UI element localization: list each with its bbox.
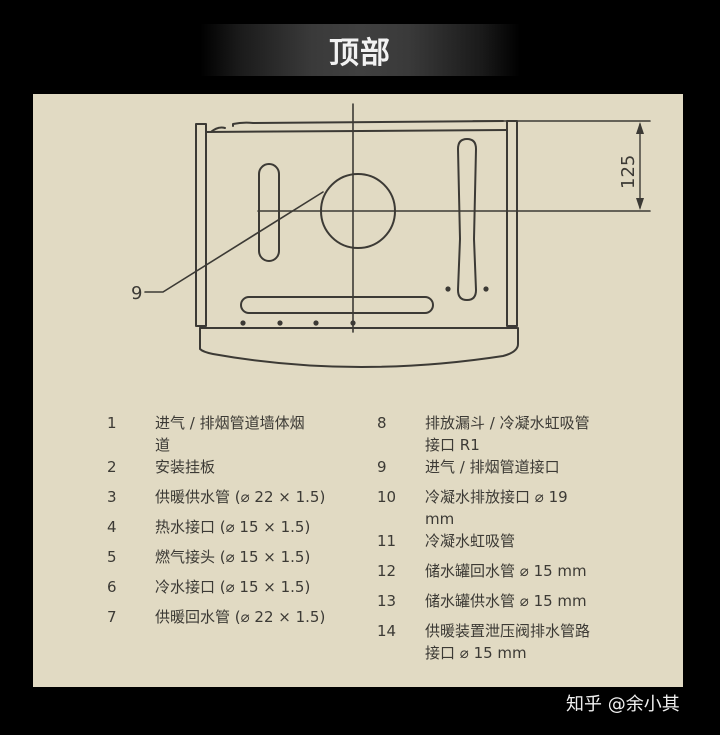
legend-item: 2 安装挂板 [107, 456, 367, 478]
legend-number: 6 [107, 578, 117, 596]
legend-text: 安装挂板 [155, 458, 216, 476]
boiler-top-view-drawing: 9 125 [131, 103, 651, 368]
legend-text: 冷凝水虹吸管 [425, 532, 516, 550]
legend-text: 储水罐供水管 ⌀ 15 mm [425, 592, 587, 610]
legend-number: 4 [107, 518, 117, 536]
legend-item: 6 冷水接口 (⌀ 15 × 1.5) [107, 576, 367, 598]
legend-item: 10 冷凝水排放接口 ⌀ 19 mm [377, 486, 677, 530]
legend-text: 排放漏斗 / 冷凝水虹吸管接口 R1 [425, 414, 590, 454]
legend-text: 储水罐回水管 ⌀ 15 mm [425, 562, 587, 580]
bottom-slot [240, 296, 434, 314]
legend-number: 13 [377, 592, 397, 610]
page-title: 顶部 [329, 36, 391, 71]
legend-item: 4 热水接口 (⌀ 15 × 1.5) [107, 516, 367, 538]
right-slot [457, 138, 477, 301]
legend-number: 7 [107, 608, 117, 626]
legend-text: 冷水接口 (⌀ 15 × 1.5) [155, 578, 311, 596]
legend-item: 9 进气 / 排烟管道接口 [377, 456, 677, 478]
callout-leader [144, 191, 324, 293]
legend-text: 供暖供水管 (⌀ 22 × 1.5) [155, 488, 326, 506]
legend-number: 12 [377, 562, 397, 580]
legend-text: 进气 / 排烟管道接口 [425, 458, 560, 476]
legend-number: 11 [377, 532, 397, 550]
legend-item: 1 进气 / 排烟管道墙体烟道 [107, 412, 367, 456]
legend-number: 8 [377, 414, 387, 432]
legend-number: 14 [377, 622, 397, 640]
legend-number: 2 [107, 458, 117, 476]
legend-item: 8 排放漏斗 / 冷凝水虹吸管接口 R1 [377, 412, 677, 456]
legend-text: 冷凝水排放接口 ⌀ 19 mm [425, 488, 568, 528]
legend-number: 10 [377, 488, 397, 506]
legend-left-column: 1 进气 / 排烟管道墙体烟道 2 安装挂板 3 供暖供水管 (⌀ 22 × 1… [107, 412, 367, 636]
legend-item: 3 供暖供水管 (⌀ 22 × 1.5) [107, 486, 367, 508]
legend-number: 9 [377, 458, 387, 476]
front-cover [199, 327, 519, 368]
dimension-label: 125 [618, 155, 639, 189]
legend-number: 3 [107, 488, 117, 506]
legend-item: 13 储水罐供水管 ⌀ 15 mm [377, 590, 677, 612]
legend-item: 11 冷凝水虹吸管 [377, 530, 677, 552]
callout-label-9: 9 [131, 283, 142, 304]
legend-text: 进气 / 排烟管道墙体烟道 [155, 414, 305, 454]
legend-number: 5 [107, 548, 117, 566]
legend-item: 5 燃气接头 (⌀ 15 × 1.5) [107, 546, 367, 568]
title-banner: 顶部 [200, 24, 520, 76]
legend-text: 供暖回水管 (⌀ 22 × 1.5) [155, 608, 326, 626]
watermark: 知乎 @余小其 [566, 694, 680, 715]
legend-item: 14 供暖装置泄压阀排水管路接口 ⌀ 15 mm [377, 620, 677, 664]
legend-text: 供暖装置泄压阀排水管路接口 ⌀ 15 mm [425, 622, 591, 662]
legend-item: 7 供暖回水管 (⌀ 22 × 1.5) [107, 606, 367, 628]
legend-number: 1 [107, 414, 117, 432]
legend-text: 热水接口 (⌀ 15 × 1.5) [155, 518, 311, 536]
right-rail [506, 120, 518, 327]
left-rail [195, 123, 207, 327]
left-slot [258, 163, 280, 262]
legend-right-column: 8 排放漏斗 / 冷凝水虹吸管接口 R1 9 进气 / 排烟管道接口 10 冷凝… [377, 412, 677, 664]
legend-text: 燃气接头 (⌀ 15 × 1.5) [155, 548, 311, 566]
diagram-panel: 9 125 1 进气 / 排烟管道墙体烟道 2 安装挂板 3 供暖供水管 (⌀ … [33, 94, 683, 687]
legend-item: 12 储水罐回水管 ⌀ 15 mm [377, 560, 677, 582]
